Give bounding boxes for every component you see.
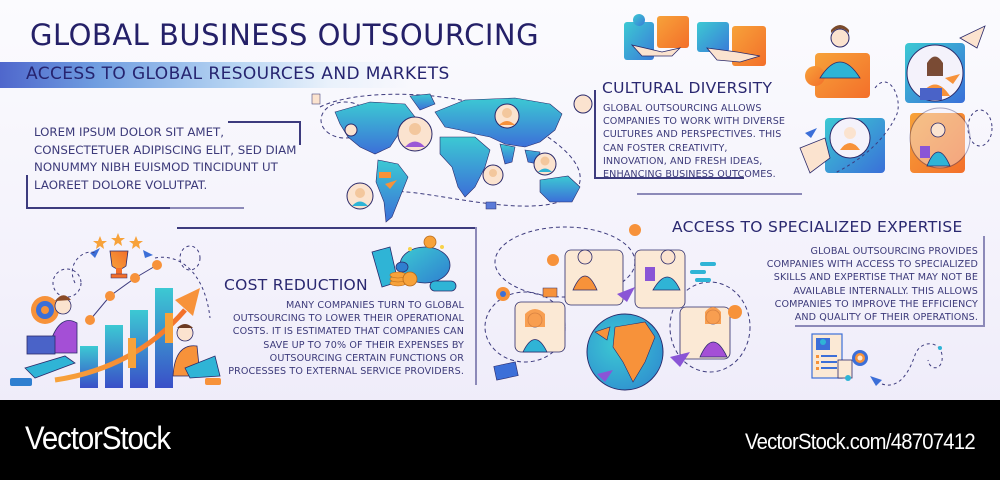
cost-reduction-frame-top (177, 227, 477, 229)
cultural-diversity-body: GLOBAL OUTSOURCING ALLOWS COMPANIES TO W… (603, 103, 786, 181)
cultural-diversity-frame-bottom (594, 177, 744, 179)
intro-text: LOREM IPSUM DOLOR SIT AMET, CONSECTETUER… (34, 125, 297, 192)
team-puzzle-illustration (795, 8, 995, 183)
piggy-bank-illustration (370, 235, 460, 295)
cultural-diversity-heading: CULTURAL DIVERSITY (602, 79, 773, 97)
cultural-diversity-frame-left (594, 90, 596, 178)
world-map-illustration (300, 92, 600, 227)
divider-line (637, 193, 802, 195)
specialized-expertise-body: GLOBAL OUTSOURCING PROVIDES COMPANIES WI… (766, 246, 978, 324)
page-title: GLOBAL BUSINESS OUTSOURCING (30, 18, 540, 52)
growth-chart-illustration (5, 228, 225, 393)
cost-reduction-frame-right (475, 227, 477, 385)
specialized-expertise-frame-right (983, 236, 985, 326)
subtitle-highlight (0, 62, 530, 88)
footer-bar (0, 400, 1000, 480)
cost-reduction-body: MANY COMPANIES TURN TO GLOBAL OUTSOURCIN… (228, 300, 464, 378)
intro-frame-left (26, 175, 28, 208)
globe-network-illustration (484, 222, 755, 397)
footer-brand-logo: VectorStock (25, 420, 171, 456)
intro-frame-right (299, 121, 301, 145)
page-subtitle: ACCESS TO GLOBAL RESOURCES AND MARKETS (26, 64, 450, 84)
intro-frame-top (228, 121, 300, 123)
intro-divider (170, 207, 244, 209)
specialized-expertise-frame-bottom (795, 325, 985, 327)
intro-frame-bottom (26, 207, 244, 209)
cost-reduction-heading: COST REDUCTION (224, 276, 368, 294)
resume-illustration (810, 330, 970, 390)
specialized-expertise-heading: ACCESS TO SPECIALIZED EXPERTISE (672, 218, 963, 236)
handshake-puzzle-illustration (622, 10, 772, 70)
footer-image-id: VectorStock.com/48707412 (745, 429, 976, 454)
